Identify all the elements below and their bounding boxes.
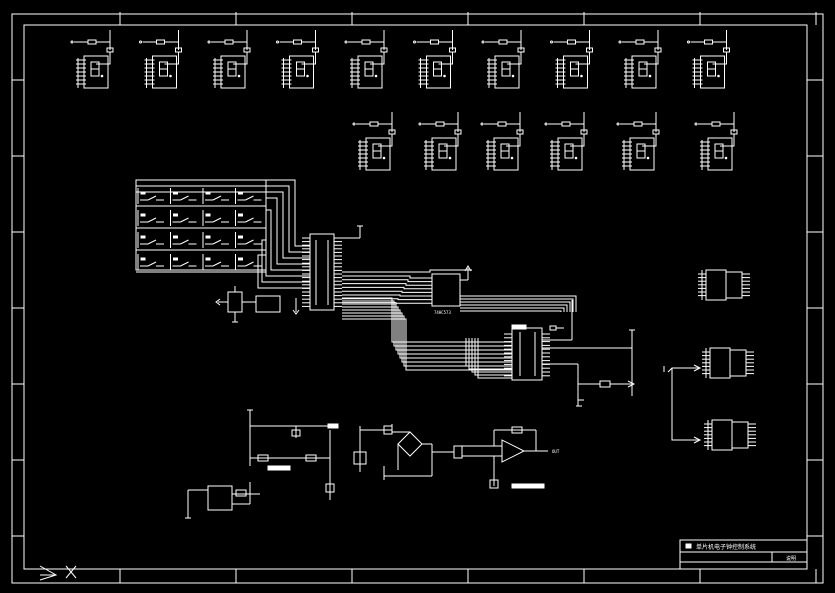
title-block bbox=[679, 539, 808, 570]
seven-seg-display bbox=[413, 30, 456, 89]
display-row-second bbox=[352, 112, 738, 171]
latch-chip bbox=[431, 265, 472, 307]
seven-seg-display bbox=[344, 30, 388, 89]
seven-seg-display bbox=[694, 112, 738, 171]
title-block-title: 单片机电子钟控制系统 bbox=[696, 543, 756, 551]
seven-seg-display bbox=[616, 112, 660, 171]
seven-seg-display bbox=[418, 112, 462, 171]
io-connector bbox=[185, 482, 260, 519]
mcu-chip bbox=[309, 225, 363, 311]
keypad-to-mcu-bus bbox=[136, 179, 310, 289]
title-block-sheet: 说明 bbox=[786, 555, 796, 562]
opamp-stage bbox=[462, 426, 548, 489]
reset-circuit bbox=[247, 409, 339, 500]
seven-seg-display bbox=[207, 30, 251, 89]
right-connectors bbox=[698, 269, 756, 451]
ucs-axis-icon bbox=[39, 565, 58, 581]
seven-seg-display bbox=[139, 30, 182, 89]
seven-seg-display bbox=[352, 112, 396, 171]
seven-seg-display bbox=[618, 30, 662, 89]
seven-seg-display bbox=[550, 30, 593, 89]
drawing-frame bbox=[11, 13, 824, 584]
status-strip bbox=[0, 585, 835, 593]
seven-seg-display bbox=[544, 112, 588, 171]
display-row-top bbox=[70, 30, 730, 89]
keypad-matrix bbox=[135, 179, 267, 273]
data-bus bbox=[342, 269, 577, 379]
oscillator-network bbox=[215, 286, 300, 323]
opamp-output-label: OUT bbox=[552, 449, 560, 454]
seven-seg-display bbox=[70, 30, 114, 89]
latch-chip-label: 74HC573 bbox=[434, 310, 451, 315]
right-branch-wire bbox=[663, 364, 702, 444]
driver-transistor bbox=[542, 300, 636, 407]
decoder-chip bbox=[511, 324, 543, 381]
decoder-pins bbox=[504, 325, 564, 377]
cross-cursor-icon bbox=[65, 565, 77, 579]
seven-seg-display bbox=[481, 30, 525, 89]
rectifier-bridge bbox=[353, 424, 463, 480]
frame-zone-ticks bbox=[12, 12, 823, 583]
mcu-pins bbox=[302, 237, 342, 307]
seven-seg-display bbox=[276, 30, 319, 89]
seven-seg-display bbox=[480, 112, 524, 171]
seven-seg-display bbox=[687, 30, 730, 89]
